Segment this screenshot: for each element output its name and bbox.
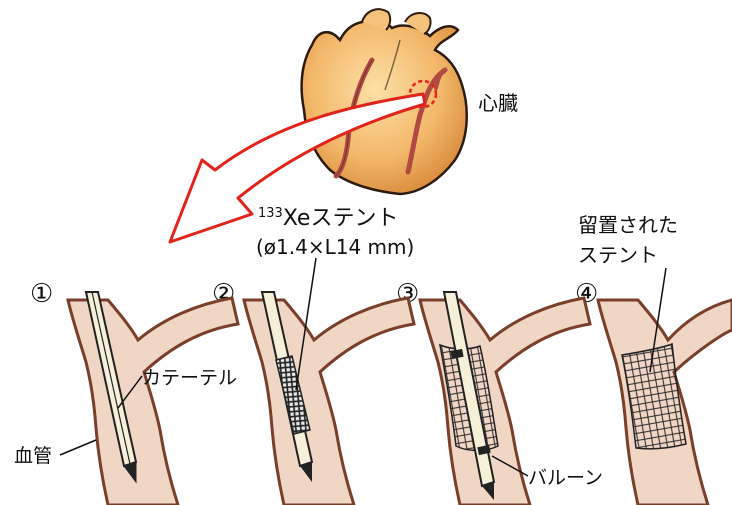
vessel-pointer: [60, 440, 96, 455]
catheter-label: カテーテル: [142, 367, 237, 389]
heart-label: 心臓: [478, 91, 518, 115]
step-number-1: ①: [30, 279, 53, 309]
stent-spec: (ø1.4×L14 mm): [256, 235, 414, 259]
stent-title-sup: 133: [258, 206, 283, 221]
balloon-label: バルーン: [528, 467, 603, 489]
stent-title-main: Xeステント: [283, 206, 399, 231]
placed-stent-label-1: 留置された: [578, 213, 678, 237]
placed-stent-label-2: ステント: [578, 243, 658, 267]
vessel-label: 血管: [14, 445, 52, 467]
stent-title: 133Xeステント: [258, 206, 398, 231]
